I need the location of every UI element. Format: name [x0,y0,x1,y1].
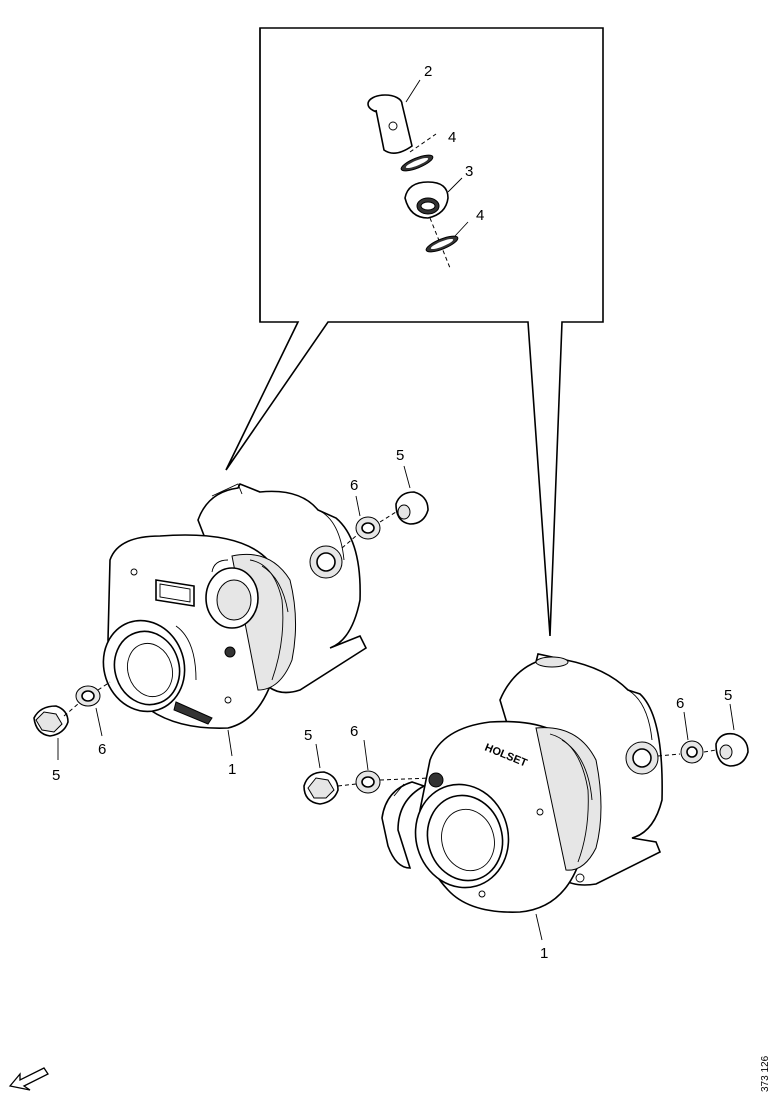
callout-1-left: 1 [228,761,236,778]
callout-3: 3 [465,163,473,180]
turbocharger-left: 5 6 6 5 1 [33,447,429,784]
reference-code: 373 126 [760,1055,771,1092]
inset-frame [225,27,604,637]
washer-right-rear [680,740,704,764]
callout-4-upper: 4 [448,129,456,146]
plug-left-rear [395,491,429,525]
seal-ring-upper [400,133,437,172]
plug-right-front [303,771,339,805]
callout-2: 2 [424,63,432,80]
callout-6-right-rear: 6 [676,695,684,712]
callout-5-left-rear: 5 [396,447,404,464]
washer-left-front [75,685,101,707]
callout-6-left-rear: 6 [350,477,358,494]
callout-4-lower: 4 [476,207,484,224]
banjo-bolt [367,94,413,154]
seal-ring-lower [425,217,469,269]
detail-inset: 2 4 3 4 [225,27,604,637]
callout-5-right-front: 5 [304,727,312,744]
washer-left-rear [355,516,381,540]
callout-1-right: 1 [540,945,548,962]
plug-left-front [33,705,69,737]
callout-5-right-rear: 5 [724,687,732,704]
plug-right-rear [715,732,749,767]
banjo-fitting [404,177,463,219]
direction-arrow [8,1067,49,1091]
turbocharger-right: HOLSET [303,653,749,962]
callout-6-left-front: 6 [98,741,106,758]
callout-6-right-front: 6 [350,723,358,740]
washer-right-front [355,770,381,794]
callout-5-left-front: 5 [52,767,60,784]
